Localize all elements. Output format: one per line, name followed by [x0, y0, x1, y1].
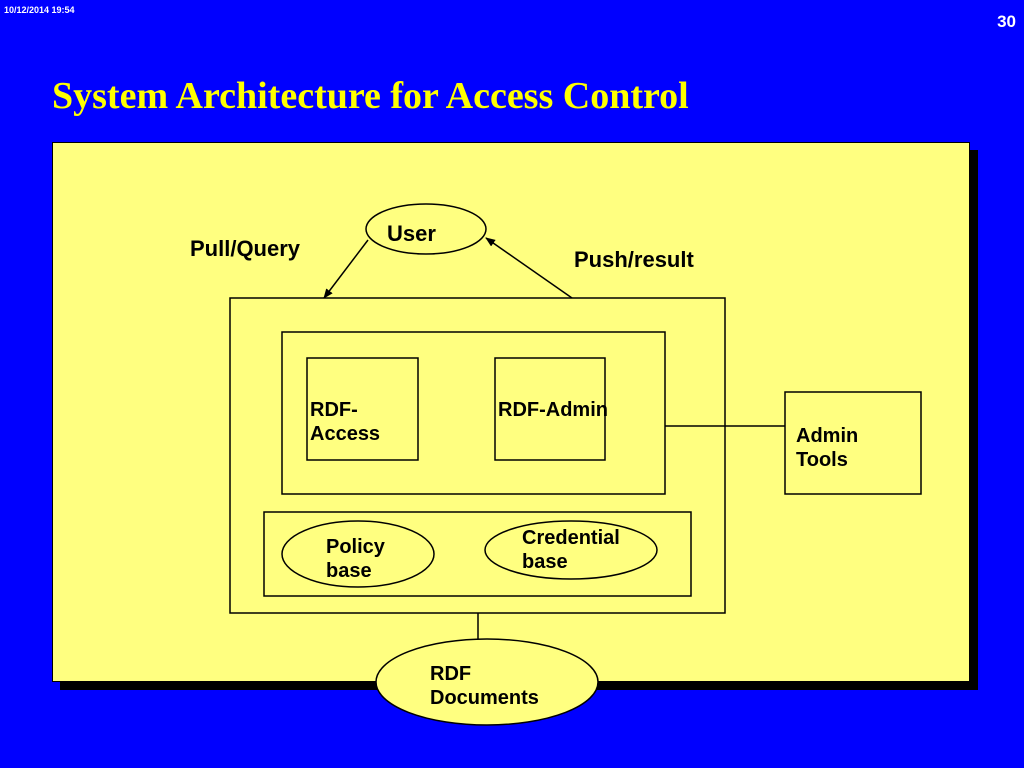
push-result-arrow: [485, 237, 573, 299]
push-result-label: Push/result: [574, 247, 694, 272]
rdf-modules-box: [281, 331, 666, 495]
credential-base-label: Credential base: [522, 527, 620, 573]
rdf-documents-node: [375, 638, 599, 726]
user-label: User: [387, 221, 436, 246]
slide-title: System Architecture for Access Control: [52, 75, 689, 117]
policy-base-node: [281, 520, 435, 588]
rdf-documents-label: RDF Documents: [430, 663, 539, 709]
slide-number: 30: [997, 12, 1016, 31]
credential-base-node: [484, 520, 658, 580]
timestamp: 10/12/2014 19:54: [4, 5, 75, 15]
pull-query-arrow: [323, 239, 369, 299]
pull-query-label: Pull/Query: [190, 236, 301, 261]
user-node: [365, 203, 487, 255]
admin-tools-node: [784, 391, 922, 495]
rdf-access-node: [306, 357, 419, 461]
rdf-access-label: RDF- Access: [310, 399, 381, 445]
admin-tools-label: Admin Tools: [796, 425, 859, 471]
rdf-admin-node: [494, 357, 606, 461]
rdf-admin-label: RDF-Admin: [498, 399, 608, 421]
policy-base-label: Policy base: [326, 536, 385, 582]
diagram-panel: [52, 142, 970, 682]
knowledge-base-box: [263, 511, 692, 597]
